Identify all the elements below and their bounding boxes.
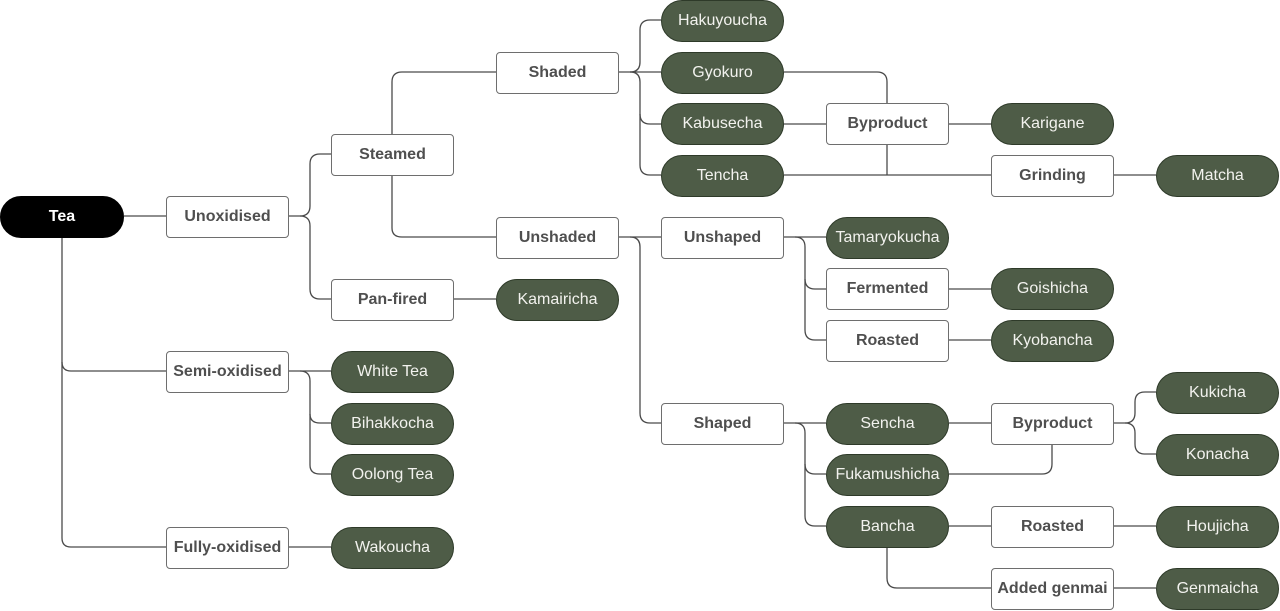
node-kamairicha: Kamairicha bbox=[496, 279, 619, 321]
connector bbox=[1124, 422, 1156, 455]
node-goishicha: Goishicha bbox=[991, 268, 1114, 310]
connector bbox=[629, 236, 661, 424]
connector bbox=[309, 414, 331, 475]
connector bbox=[61, 238, 166, 548]
node-hakuyoucha: Hakuyoucha bbox=[661, 0, 784, 42]
node-houjicha: Houjicha bbox=[1156, 506, 1279, 548]
node-fully-oxidised: Fully-oxidised bbox=[166, 527, 289, 569]
node-konacha: Konacha bbox=[1156, 434, 1279, 476]
connector bbox=[629, 71, 661, 125]
node-sencha: Sencha bbox=[826, 403, 949, 445]
connector bbox=[289, 153, 331, 217]
node-tamaryokucha: Tamaryokucha bbox=[826, 217, 949, 259]
node-shaded: Shaded bbox=[496, 52, 619, 94]
connector bbox=[886, 547, 991, 589]
node-fukamushicha: Fukamushicha bbox=[826, 454, 949, 496]
node-roasted-unshaped: Roasted bbox=[826, 320, 949, 362]
connector bbox=[794, 236, 826, 290]
connector bbox=[639, 114, 661, 176]
node-pan-fired: Pan-fired bbox=[331, 279, 454, 321]
node-gyokuro: Gyokuro bbox=[661, 52, 784, 94]
connector bbox=[794, 422, 826, 475]
node-shaped: Shaped bbox=[661, 403, 784, 445]
node-steamed: Steamed bbox=[331, 134, 454, 176]
connector bbox=[784, 71, 888, 103]
node-kukicha: Kukicha bbox=[1156, 372, 1279, 414]
connector bbox=[629, 19, 661, 73]
node-byproduct-shaded: Byproduct bbox=[826, 103, 949, 145]
connector bbox=[804, 279, 826, 341]
node-kabusecha: Kabusecha bbox=[661, 103, 784, 145]
node-semi-oxidised: Semi-oxidised bbox=[166, 351, 289, 393]
node-karigane: Karigane bbox=[991, 103, 1114, 145]
node-unoxidised: Unoxidised bbox=[166, 196, 289, 238]
connector bbox=[804, 464, 826, 527]
connector bbox=[299, 215, 331, 300]
node-tea: Tea bbox=[0, 196, 124, 238]
node-bihakkocha: Bihakkocha bbox=[331, 403, 454, 445]
connector bbox=[299, 370, 331, 424]
node-unshaded: Unshaded bbox=[496, 217, 619, 259]
node-byproduct-sencha: Byproduct bbox=[991, 403, 1114, 445]
connector bbox=[61, 361, 166, 372]
node-tencha: Tencha bbox=[661, 155, 784, 197]
node-genmaicha: Genmaicha bbox=[1156, 568, 1279, 610]
connector bbox=[391, 175, 496, 238]
node-unshaped: Unshaped bbox=[661, 217, 784, 259]
node-bancha: Bancha bbox=[826, 506, 949, 548]
node-white-tea: White Tea bbox=[331, 351, 454, 393]
node-grinding: Grinding bbox=[991, 155, 1114, 197]
connector bbox=[1114, 391, 1156, 424]
node-fermented: Fermented bbox=[826, 268, 949, 310]
node-wakoucha: Wakoucha bbox=[331, 527, 454, 569]
connector bbox=[949, 444, 1053, 475]
node-matcha: Matcha bbox=[1156, 155, 1279, 197]
node-oolong-tea: Oolong Tea bbox=[331, 454, 454, 496]
connector bbox=[391, 71, 496, 134]
node-roasted-bancha: Roasted bbox=[991, 506, 1114, 548]
node-added-genmai: Added genmai bbox=[991, 568, 1114, 610]
node-kyobancha: Kyobancha bbox=[991, 320, 1114, 362]
